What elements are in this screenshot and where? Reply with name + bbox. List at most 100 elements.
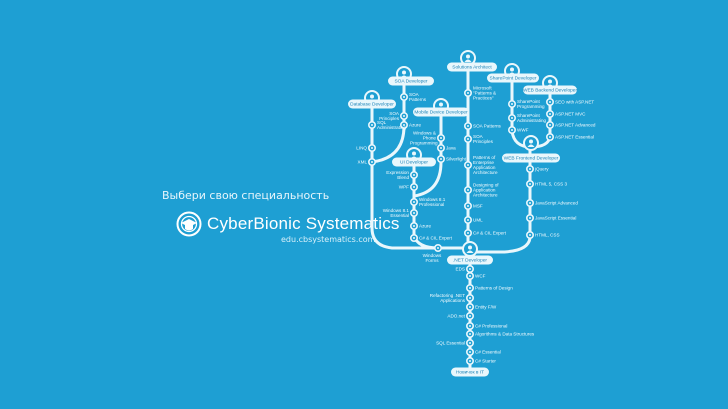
course-label[interactable]: EDS [455,266,465,272]
course-node-dotnet[interactable] [465,321,474,330]
course-label[interactable]: LINQ [356,145,367,151]
course-label[interactable]: SOA Principles [473,134,493,144]
course-label[interactable]: Azure [419,223,432,229]
course-label[interactable]: Algorithms & Data Structures [475,331,535,337]
role-pill-dotnet[interactable]: .NET Developer [447,255,493,265]
course-label[interactable]: XML [357,159,367,165]
course-node-architect[interactable] [463,216,472,225]
role-pill-database[interactable]: Database Developer [348,99,396,109]
course-node-architect[interactable] [463,122,472,131]
course-label[interactable]: Windows Forms [422,253,442,263]
course-label[interactable]: SharePoint Administrating [517,113,547,123]
course-node-web_backend[interactable] [545,98,554,107]
course-label[interactable]: ASP.NET Advanced [555,122,596,128]
course-node-dotnet[interactable] [465,264,474,273]
course-label[interactable]: SOA Patterns [409,92,427,102]
course-label[interactable]: Refactoring .NET Applications [429,293,465,303]
role-pill-ui[interactable]: UI Developer [392,157,436,167]
course-node-web_frontend[interactable] [525,199,534,208]
course-node-dotnet[interactable] [465,271,474,280]
course-node-ui[interactable] [409,198,418,207]
course-node-soa[interactable] [399,121,408,130]
course-node-web_frontend[interactable] [525,180,534,189]
course-node-sharepoint[interactable] [507,100,516,109]
course-label[interactable]: ASP.NET MVC [555,111,586,117]
course-node-web_frontend[interactable] [525,231,534,240]
course-node-junction[interactable] [433,244,442,253]
course-label[interactable]: HTML 5, CSS 3 [535,181,567,187]
course-label[interactable]: SQL Essential [436,340,465,346]
course-node-ui[interactable] [409,234,418,243]
role-pill-web_frontend[interactable]: WEB Frontend Developer [502,153,560,163]
course-node-dotnet[interactable] [465,347,474,356]
course-label[interactable]: Windows 8.1 Essential [382,208,409,218]
course-label[interactable]: WWF [517,127,529,133]
course-node-web_frontend[interactable] [525,165,534,174]
course-node-web_frontend[interactable] [525,214,534,223]
course-label[interactable]: jQuery [535,166,549,172]
role-pill-beginner[interactable]: Новичок в IT [451,367,489,377]
course-node-mobile[interactable] [436,134,445,143]
course-node-sharepoint[interactable] [507,114,516,123]
course-label[interactable]: HTML, CSS [535,232,560,238]
course-node-dotnet[interactable] [465,311,474,320]
course-label[interactable]: Patterns of Design [475,285,513,291]
course-node-mobile[interactable] [436,144,445,153]
course-node-database[interactable] [367,121,376,130]
course-label[interactable]: SOA Principles [379,111,399,121]
course-label[interactable]: C# Essential [475,349,501,355]
course-label[interactable]: JavaScript Essential [535,215,577,221]
course-node-dotnet[interactable] [465,356,474,365]
course-label[interactable]: WCF [475,273,486,279]
course-label[interactable]: C# & CIL Expert [419,235,453,241]
course-node-dotnet[interactable] [465,329,474,338]
course-label[interactable]: SOA Patterns [473,123,501,129]
course-node-database[interactable] [367,144,376,153]
course-label[interactable]: SEO with ASP.NET [555,99,595,105]
course-node-architect[interactable] [463,186,472,195]
course-node-soa[interactable] [399,112,408,121]
course-label[interactable]: Entity F/W [475,304,497,310]
course-node-database[interactable] [367,158,376,167]
course-node-ui[interactable] [409,171,418,180]
course-label[interactable]: Microsoft "Patterns & Practices" [473,85,497,101]
course-label[interactable]: Expression Blend [386,170,409,180]
role-pill-architect[interactable]: Solutions Architect [447,62,497,72]
course-label[interactable]: C# Professional [475,323,508,329]
course-label[interactable]: JavaScript Advanced [535,200,578,206]
role-pill-mobile[interactable]: Mobile Device Developer [413,107,469,117]
course-label[interactable]: Windows & Phone Programming [410,130,438,146]
course-node-dotnet[interactable] [465,302,474,311]
course-node-architect[interactable] [463,135,472,144]
course-label[interactable]: SharePoint Programming [517,99,545,109]
course-label[interactable]: UML [473,217,483,223]
course-node-web_backend[interactable] [545,110,554,119]
course-node-web_backend[interactable] [545,121,554,130]
course-label[interactable]: SQL Administrating [377,120,407,130]
course-label[interactable]: Designing of Application Architecture [473,182,499,198]
course-node-dotnet[interactable] [465,293,474,302]
course-label[interactable]: MSF [473,203,483,209]
course-node-sharepoint[interactable] [507,126,516,135]
brand-url[interactable]: edu.cbsystematics.com [281,235,376,244]
course-node-architect[interactable] [463,161,472,170]
course-label[interactable]: WPF [398,184,409,190]
course-label[interactable]: C# Starter [475,358,496,364]
course-node-dotnet[interactable] [465,338,474,347]
course-label[interactable]: C# & CIL Expert [473,230,507,236]
role-pill-soa[interactable]: SOA Developer [388,76,434,86]
course-label[interactable]: Patterns of Enterprise Application Archi… [473,155,498,175]
course-label[interactable]: ASP.NET Essential [555,134,594,140]
role-pill-sharepoint[interactable]: SharePoint Developer [487,73,539,83]
course-label[interactable]: Windows 8.1 Professional [419,197,446,207]
role-pill-web_backend[interactable]: WEB Backend Developer [523,85,578,95]
course-node-ui[interactable] [409,209,418,218]
course-node-web_backend[interactable] [545,133,554,142]
course-label[interactable]: ADO.net [447,313,465,319]
course-node-ui[interactable] [409,222,418,231]
course-node-mobile[interactable] [436,155,445,164]
course-node-architect[interactable] [463,202,472,211]
course-node-ui[interactable] [409,183,418,192]
course-label[interactable]: Silverlight [446,156,466,162]
course-node-architect[interactable] [463,229,472,238]
